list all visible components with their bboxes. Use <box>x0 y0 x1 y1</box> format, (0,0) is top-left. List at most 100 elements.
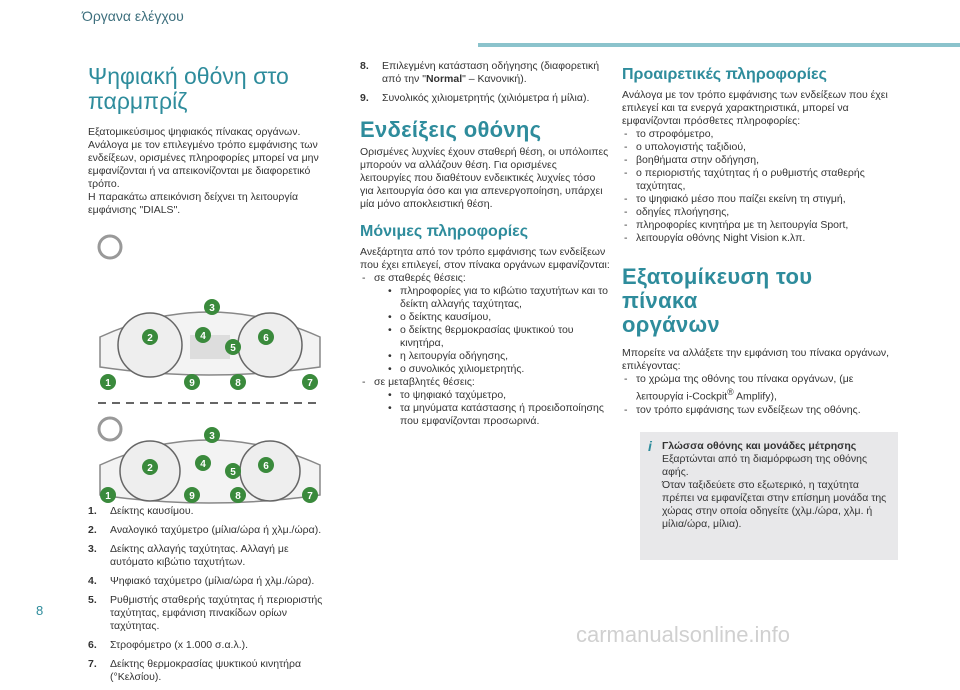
column-3: Προαιρετικές πληροφορίες Ανάλογα με τον … <box>622 60 892 417</box>
marker-label: 6 <box>263 461 269 472</box>
marker-circle <box>302 374 318 390</box>
legend-text: Δείκτης καυσίμου. <box>110 505 194 517</box>
tachometer-dial <box>237 312 303 378</box>
legend-item: 7. Δείκτης θερμοκρασίας ψυκτικού κινητήρα… <box>88 658 328 684</box>
legend-text-b: " – Κανονική). <box>462 73 527 85</box>
legend-number: 6. <box>88 639 97 651</box>
bullet-item: ο δείκτης θερμοκρασίας ψυκτικού του κινη… <box>374 324 610 350</box>
header-rule <box>478 43 960 47</box>
optional-item: πληροφορίες κινητήρα με τη λειτουργία Sp… <box>622 219 892 232</box>
legend-text: Στροφόμετρο (x 1.000 σ.α.λ.). <box>110 639 249 651</box>
bullet-item: το ψηφιακό ταχύμετρο, <box>374 389 610 402</box>
bullet-item: ο συνολικός χιλιομετρητής. <box>374 363 610 376</box>
optional-item: το ψηφιακό μέσο που παίζει εκείνη τη στι… <box>622 193 892 206</box>
heading-customize-line-1: Εξατομίκευση του πίνακα <box>622 264 813 313</box>
variable-label: σε μεταβλητές θέσεις: <box>374 376 475 388</box>
legend-text: Δείκτης αλλαγής ταχύτητας. Αλλαγή με αυτ… <box>110 543 289 568</box>
optional-item: ο υπολογιστής ταξιδιού, <box>622 141 892 154</box>
legend-item: 4. Ψηφιακό ταχύμετρο (μίλια/ώρα ή χλμ./ώρ… <box>88 575 328 588</box>
steering-wheel-icon <box>97 234 123 260</box>
optional-item: βοηθήματα στην οδήγηση, <box>622 154 892 167</box>
customize-item-text-b: Amplify), <box>733 390 777 403</box>
intro-text-2: Η παρακάτω απεικόνιση δείχνει τη λειτουρ… <box>88 191 299 216</box>
marker-label: 8 <box>235 491 241 502</box>
legend-item: 6. Στροφόμετρο (x 1.000 σ.α.λ.). <box>88 639 328 652</box>
marker-circle <box>204 427 220 443</box>
heading-display: Ενδείξεις οθόνης <box>360 117 542 142</box>
cluster-top <box>97 234 321 378</box>
legend-bold: Normal <box>425 73 463 85</box>
heading-customize: Εξατομίκευση του πίνακα οργάνων <box>622 265 892 337</box>
legend-number: 2. <box>88 524 97 536</box>
marker-label: 6 <box>263 333 269 344</box>
bullet-item: η λειτουργία οδήγησης, <box>374 350 610 363</box>
marker-circle <box>195 327 211 343</box>
legend-text: Επιλεγμένη κατάσταση οδήγησης (διαφορετι… <box>382 60 600 85</box>
steering-wheel-icon-2 <box>97 416 123 442</box>
marker-label: 2 <box>147 463 153 474</box>
note-title: Γλώσσα οθόνης και μονάδες μέτρησης <box>662 440 857 452</box>
marker-label: 7 <box>307 491 313 502</box>
marker-circle <box>100 487 116 503</box>
marker-circle <box>184 374 200 390</box>
marker-circle <box>225 463 241 479</box>
info-note: i Γλώσσα οθόνης και μονάδες μέτρησης Εξα… <box>640 432 898 560</box>
marker-label: 5 <box>230 467 236 478</box>
fixed-group: σε σταθερές θέσεις: πληροφορίες για το κ… <box>360 272 610 376</box>
customize-item: το χρώμα της οθόνης του πίνακα οργάνων, … <box>622 373 892 404</box>
title-line-1: Ψηφιακή οθόνη στο <box>88 63 289 89</box>
optional-item: ο περιοριστής ταχύτητας ή ο ρυθμιστής στ… <box>622 167 892 193</box>
legend-number: 4. <box>88 575 97 587</box>
title-line-2: παρμπρίζ <box>88 88 188 114</box>
legend-item: 5.Ρυθμιστής σταθερής ταχύτητας ή περιορι… <box>88 594 328 633</box>
optional-item: λειτουργία οθόνης Night Vision κ.λπ. <box>622 232 892 245</box>
info-icon: i <box>648 438 652 454</box>
note-body: Γλώσσα οθόνης και μονάδες μέτρησης Εξαρτ… <box>662 440 890 531</box>
column-1: Ψηφιακή οθόνη στο παρμπρίζ Εξατομικεύσιμ… <box>88 60 328 690</box>
marker-label: 9 <box>189 378 195 389</box>
marker-circle <box>100 374 116 390</box>
marker-label: 3 <box>209 303 215 314</box>
legend-text: Αναλογικό ταχύμετρο (μίλια/ώρα ή χλμ./ώρ… <box>110 524 322 536</box>
marker-circle <box>258 457 274 473</box>
marker-circle <box>258 329 274 345</box>
marker-circle <box>184 487 200 503</box>
legend-text: Ψηφιακό ταχύμετρο (μίλια/ώρα ή χλμ./ώρα)… <box>110 575 315 587</box>
marker-circle <box>195 455 211 471</box>
note-text-1: Εξαρτώνται από τη διαμόρφωση της οθόνης … <box>662 453 868 478</box>
marker-label: 8 <box>235 378 241 389</box>
legend-item-9: 9. Συνολικός χιλιομετρητής (χιλιόμετρα ή… <box>360 92 610 105</box>
variable-group: σε μεταβλητές θέσεις: το ψηφιακό ταχύμετ… <box>360 376 610 428</box>
heading-permanent: Μόνιμες πληροφορίες <box>360 223 529 240</box>
legend-item-8: 8. Επιλεγμένη κατάσταση οδήγησης (διαφορ… <box>360 60 610 86</box>
marker-label: 1 <box>105 491 111 502</box>
marker-label: 3 <box>209 431 215 442</box>
marker-label: 2 <box>147 333 153 344</box>
marker-circle <box>225 339 241 355</box>
intro-text: Εξατομικεύσιμος ψηφιακός πίνακας οργάνων… <box>88 126 319 190</box>
section-header: Όργανα ελέγχου <box>82 8 184 24</box>
marker-label: 5 <box>230 343 236 354</box>
watermark: carmanualsonline.info <box>576 622 791 647</box>
heading-optional: Προαιρετικές πληροφορίες <box>622 66 827 83</box>
legend-list-cont: 8. Επιλεγμένη κατάσταση οδήγησης (διαφορ… <box>360 60 610 105</box>
page-number: 8 <box>36 603 44 618</box>
legend-text: Δείκτης θερμοκρασίας ψυκτικού κινητήρα (… <box>110 658 302 683</box>
legend-number: 1. <box>88 505 97 517</box>
legend-number: 7. <box>88 658 97 670</box>
marker-circle <box>230 374 246 390</box>
marker-circle <box>142 329 158 345</box>
fixed-label: σε σταθερές θέσεις: <box>374 272 466 284</box>
legend-item: 2. Αναλογικό ταχύμετρο (μίλια/ώρα ή χλμ./… <box>88 524 328 537</box>
page-title: Ψηφιακή οθόνη στο παρμπρίζ <box>88 64 328 114</box>
customize-item: τον τρόπο εμφάνισης των ενδείξεων της οθ… <box>622 404 892 417</box>
legend-list: 1. Δείκτης καυσίμου. 2. Αναλογικό ταχύμετρο… <box>88 505 328 684</box>
marker-circle <box>142 459 158 475</box>
marker-circle <box>230 487 246 503</box>
legend-number: 3. <box>88 543 97 555</box>
marker-label: 4 <box>200 331 206 342</box>
marker-label: 4 <box>200 459 206 470</box>
